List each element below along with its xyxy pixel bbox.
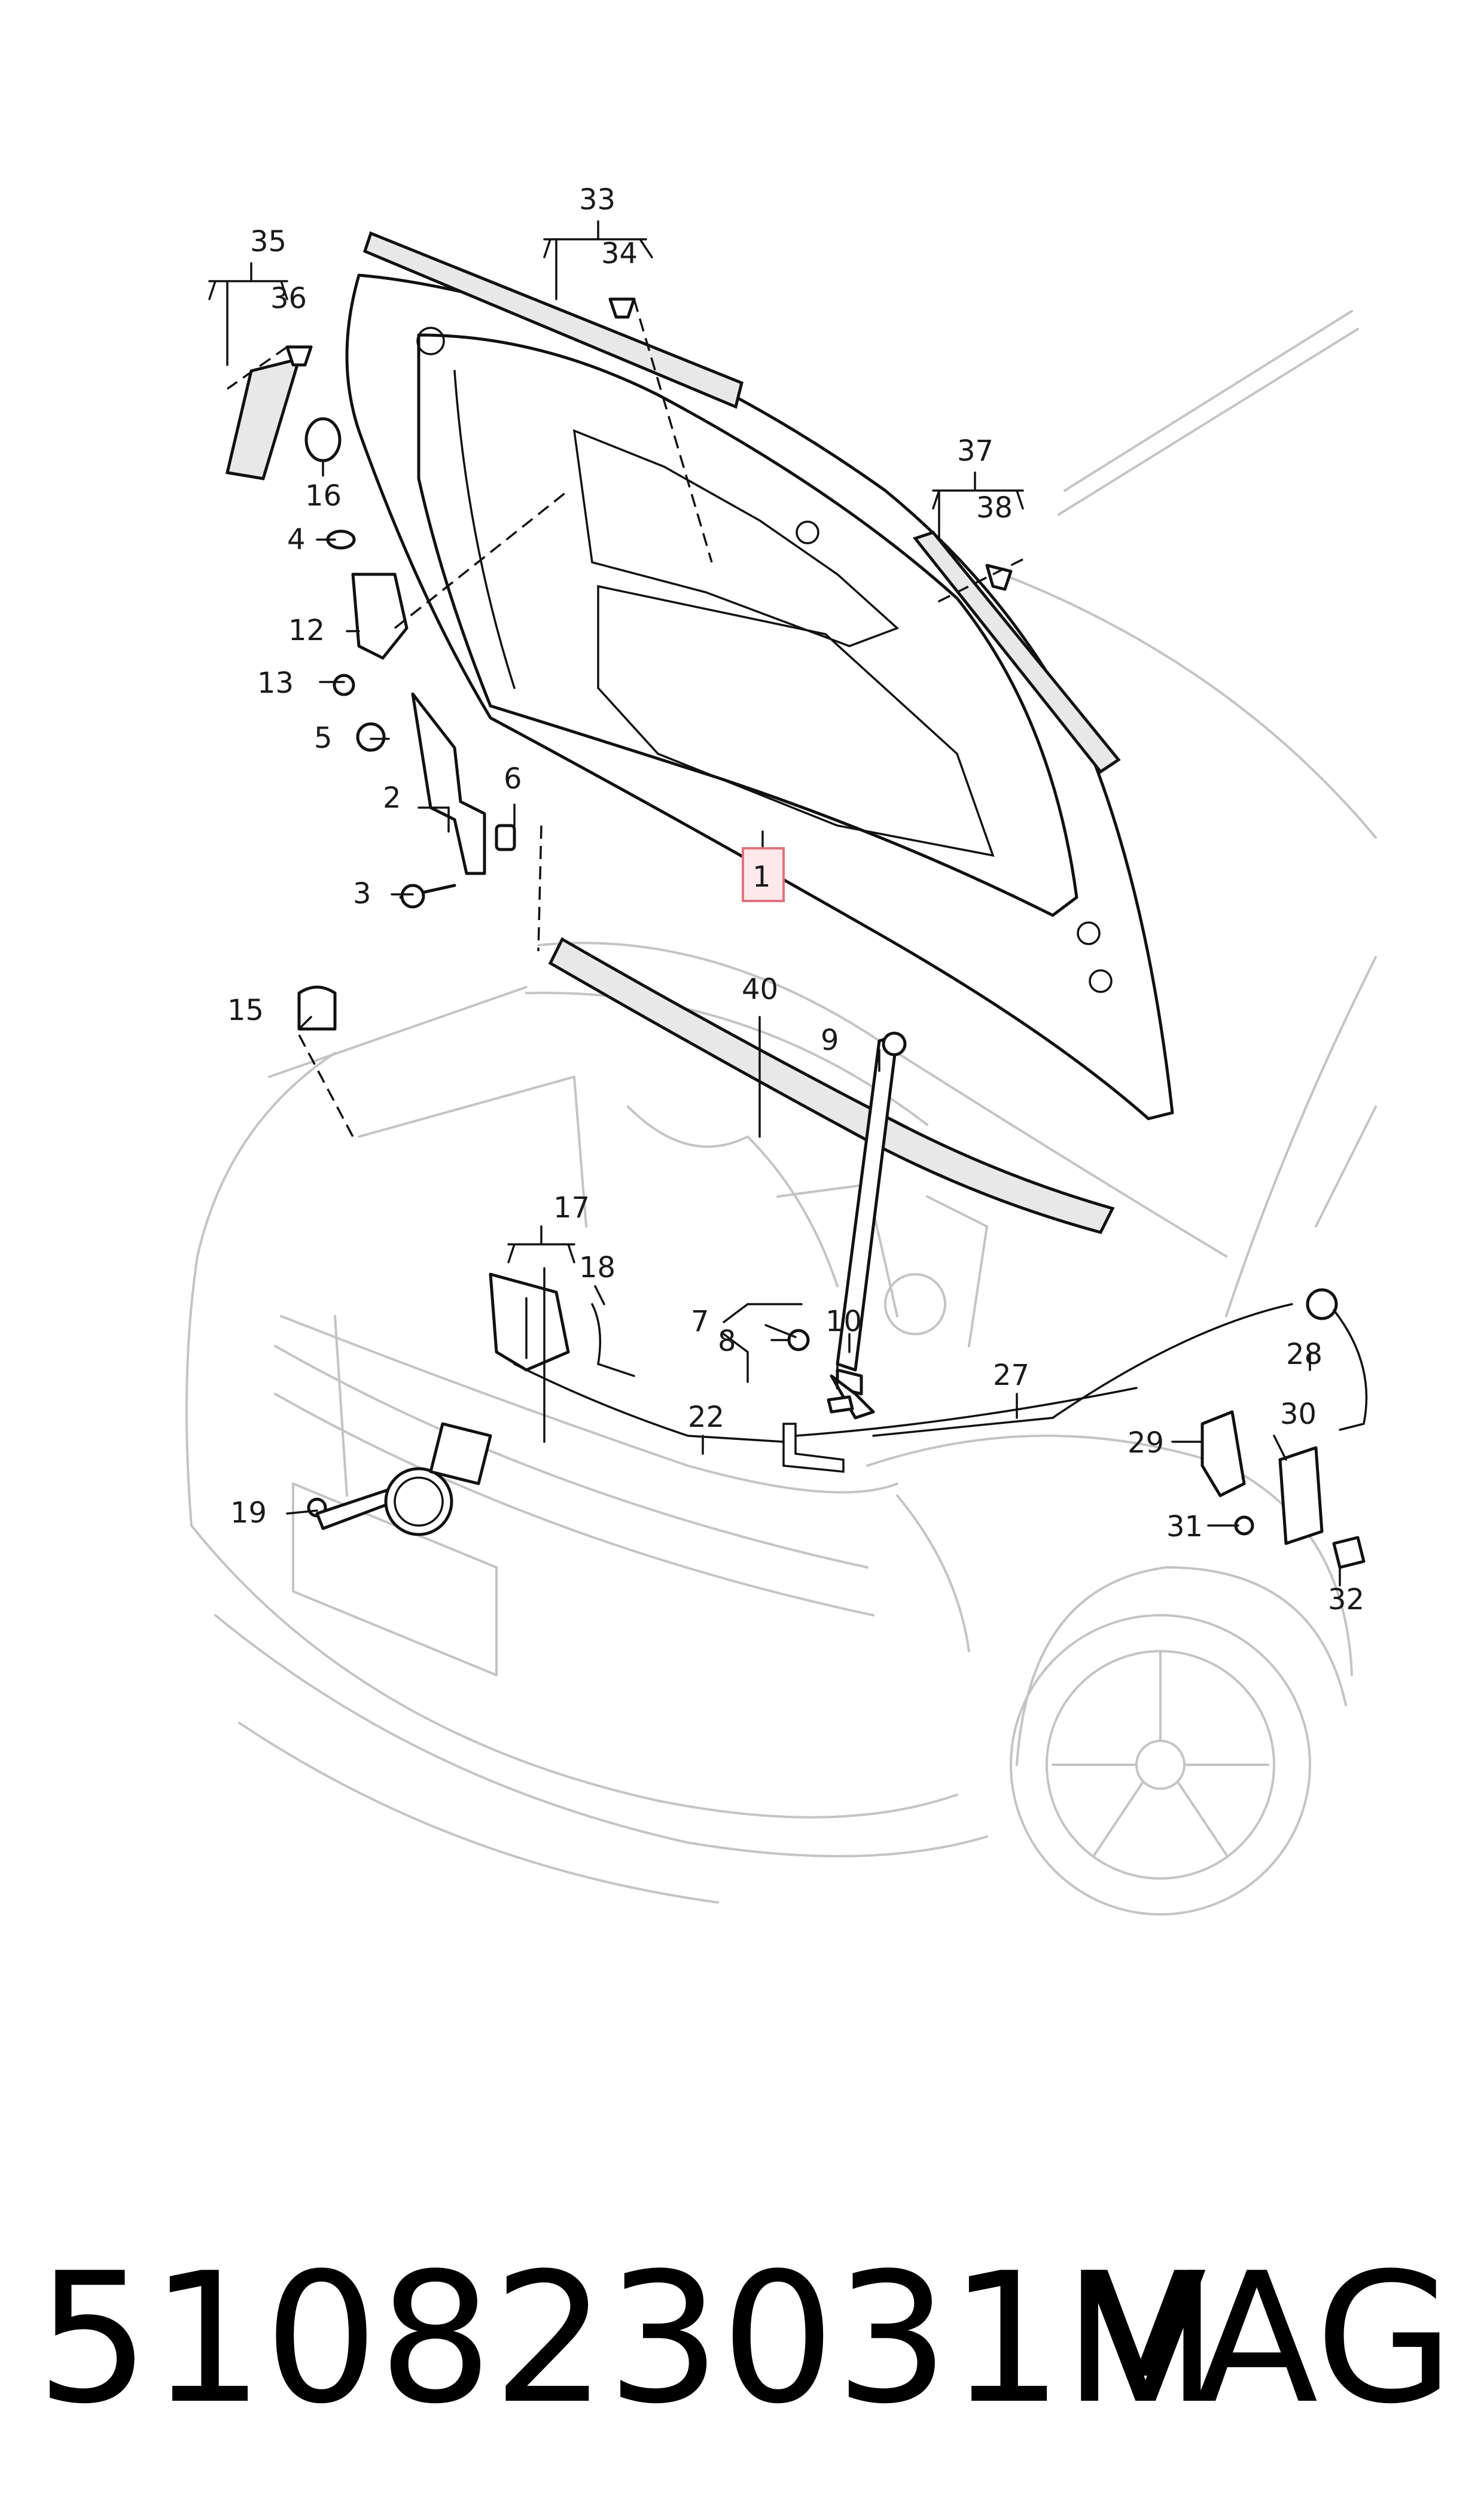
part-number-text: 510823031M [36, 2234, 1218, 2443]
footer: 510823031M VAG [0, 2213, 1484, 2471]
callout-22: 22 [688, 1400, 724, 1434]
callout-17: 17 [553, 1191, 590, 1225]
callout-4: 4 [287, 523, 306, 556]
callout-33: 33 [579, 183, 615, 217]
callout-16: 16 [305, 479, 342, 513]
guide-line [933, 558, 1023, 605]
callout-18: 18 [579, 1251, 615, 1284]
callout-2: 2 [383, 781, 401, 815]
callout-28: 28 [1286, 1338, 1323, 1371]
callout-35: 35 [250, 225, 287, 258]
guide-line [633, 299, 713, 563]
highlight-box-part-1 [742, 847, 785, 902]
callout-1: 1 [752, 860, 771, 894]
callout-31: 31 [1166, 1510, 1203, 1543]
parts-diagram: 1 2 3 4 5 6 7 8 9 10 12 13 15 16 17 18 1… [185, 183, 1377, 1916]
callout-36: 36 [270, 282, 307, 315]
callout-40: 40 [742, 973, 778, 1006]
callout-3: 3 [353, 877, 371, 911]
callout-19: 19 [230, 1496, 267, 1530]
seal-strip-33 [362, 231, 743, 409]
guide-line [226, 346, 288, 390]
guide-line [394, 489, 569, 629]
callout-labels: 1 2 3 4 5 6 7 8 9 10 12 13 15 16 17 18 1… [227, 183, 1364, 1616]
callout-32: 32 [1328, 1583, 1364, 1616]
callout-38: 38 [976, 491, 1013, 525]
callout-37: 37 [957, 434, 994, 468]
leader-lines [208, 220, 1341, 1587]
callout-10: 10 [825, 1305, 862, 1338]
callout-5: 5 [314, 721, 333, 755]
brand-text: VAG [1084, 2234, 1454, 2443]
guide-line [537, 825, 543, 952]
callout-6: 6 [504, 762, 522, 796]
callout-30: 30 [1280, 1397, 1317, 1431]
seal-strip-37 [912, 531, 1121, 774]
callout-34: 34 [601, 237, 638, 270]
callout-9: 9 [821, 1024, 839, 1057]
callout-8: 8 [718, 1325, 736, 1358]
seal-strip-40 [548, 937, 1115, 1234]
callout-29: 29 [1128, 1426, 1164, 1460]
callout-7: 7 [691, 1305, 709, 1338]
callout-13: 13 [257, 666, 294, 700]
callout-27: 27 [993, 1359, 1029, 1392]
callout-15: 15 [227, 994, 264, 1027]
fastener-group [285, 297, 1368, 1569]
callout-12: 12 [288, 614, 325, 647]
seal-strip-35 [225, 357, 301, 480]
